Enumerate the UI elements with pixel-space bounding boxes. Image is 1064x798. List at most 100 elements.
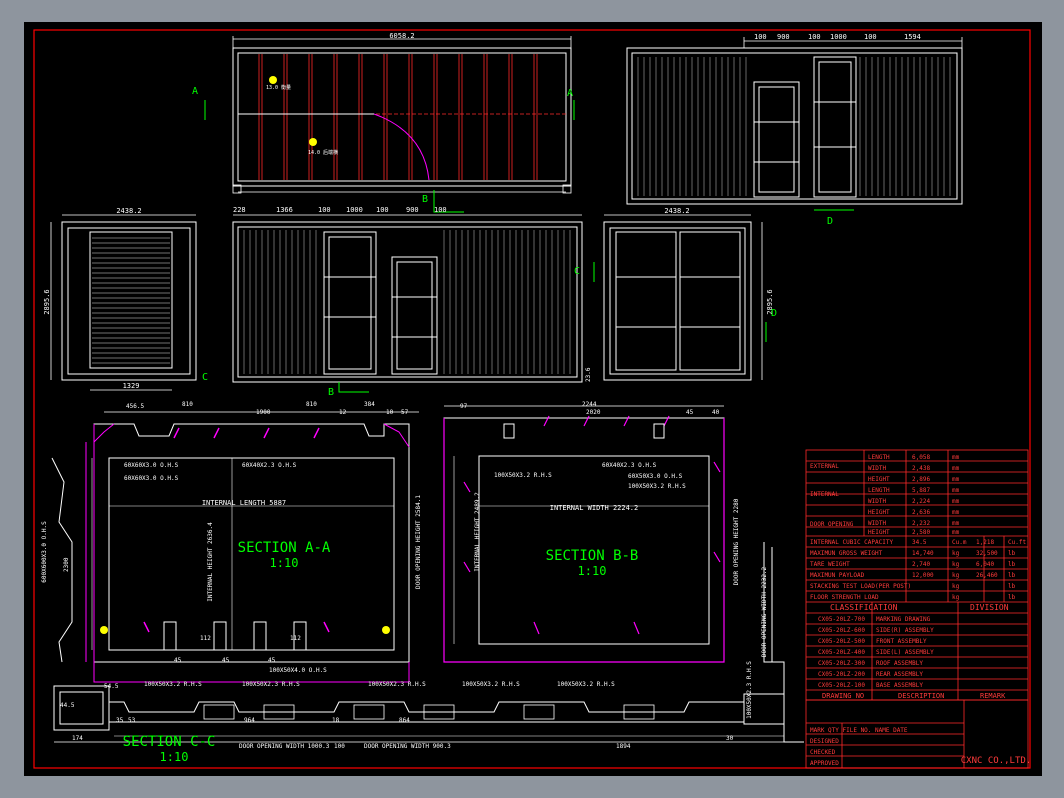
- svg-text:18: 18: [332, 717, 340, 724]
- section-mark-b-side: B: [328, 387, 334, 398]
- svg-text:1366: 1366: [276, 206, 293, 214]
- svg-text:456.5: 456.5: [126, 403, 144, 410]
- svg-text:CX05-20LZ-600: CX05-20LZ-600: [818, 627, 865, 634]
- table-header-classification: CLASSIFICATION: [830, 603, 898, 612]
- svg-text:2,896: 2,896: [912, 476, 930, 483]
- section-cc-dims: 174 964 864 30 1894 100 35 53 18 54.5 44…: [60, 683, 734, 750]
- svg-text:STACKING TEST LOAD(PER POST): STACKING TEST LOAD(PER POST): [810, 583, 911, 590]
- svg-text:810: 810: [306, 401, 317, 408]
- svg-text:53: 53: [128, 717, 136, 724]
- section-aa-profile-3: 60X40X2.3 O.H.S: [242, 462, 297, 469]
- svg-text:900: 900: [406, 206, 419, 214]
- svg-text:mm: mm: [952, 476, 960, 483]
- svg-text:864: 864: [399, 717, 410, 724]
- svg-text:kg: kg: [952, 572, 960, 579]
- section-aa-door-height: DOOR OPENING HEIGHT 2584.1: [415, 495, 422, 589]
- svg-text:44.5: 44.5: [60, 702, 75, 709]
- svg-text:100X50X2.3 R.H.S: 100X50X2.3 R.H.S: [242, 681, 300, 688]
- title-rev-row: MARK QTY FILE NO. NAME DATE: [810, 727, 908, 734]
- title-block-grid: [805, 699, 1029, 769]
- svg-text:100X50X2.3 R.H.S: 100X50X2.3 R.H.S: [368, 681, 426, 688]
- svg-text:228: 228: [233, 206, 246, 214]
- section-aa-internal-height: INTERNAL HEIGHT 2636.4: [207, 522, 214, 602]
- svg-text:112: 112: [290, 635, 301, 642]
- svg-text:6,040: 6,040: [976, 561, 994, 568]
- svg-text:35: 35: [116, 717, 124, 724]
- svg-text:HEIGHT: HEIGHT: [868, 476, 890, 483]
- svg-text:lb: lb: [1008, 572, 1016, 579]
- svg-text:100: 100: [376, 206, 389, 214]
- dim-front-bottom: 1329: [123, 382, 140, 390]
- svg-text:45: 45: [174, 657, 182, 664]
- svg-text:kg: kg: [952, 583, 960, 590]
- svg-text:HEIGHT: HEIGHT: [868, 509, 890, 516]
- section-bb-profile-1: 60X40X2.3 O.H.S: [602, 462, 657, 469]
- section-aa-drawing: [51, 411, 419, 683]
- table-footer-desc: DESCRIPTION: [898, 692, 944, 700]
- section-bb-profile-4: 100X50X3.2 R.H.S: [628, 483, 686, 490]
- svg-text:900: 900: [777, 33, 790, 41]
- svg-text:100X50X3.2 R.H.S: 100X50X3.2 R.H.S: [557, 681, 615, 688]
- svg-text:57: 57: [401, 409, 409, 416]
- table-header-division: DIVISION: [970, 603, 1009, 612]
- svg-text:964: 964: [244, 717, 255, 724]
- cad-drawing: 6058.2 A A B 13.0 衡量 14.0 后端横: [33, 29, 1031, 769]
- svg-text:lb: lb: [1008, 561, 1016, 568]
- svg-text:LENGTH: LENGTH: [868, 454, 890, 461]
- svg-text:54.5: 54.5: [104, 683, 119, 690]
- svg-text:1900: 1900: [256, 409, 271, 416]
- spec-table-grid: [805, 449, 1029, 701]
- svg-text:mm: mm: [952, 529, 960, 536]
- dim-rear-height: 2895.6: [766, 289, 774, 314]
- dim-side-length: 6058.2: [389, 32, 414, 40]
- section-mark-a-right: A: [567, 88, 573, 99]
- svg-text:100: 100: [434, 206, 447, 214]
- title-designed: DESIGNED: [810, 738, 839, 745]
- section-bb-internal-height: INTERNAL HEIGHT 2489.2: [474, 492, 481, 572]
- section-cc-scale: 1:10: [160, 750, 189, 764]
- svg-text:100X50X4.0 O.H.S: 100X50X4.0 O.H.S: [269, 667, 327, 674]
- section-bb-internal-width: INTERNAL WIDTH 2224.2: [550, 504, 639, 512]
- svg-text:HEIGHT: HEIGHT: [868, 529, 890, 536]
- svg-text:810: 810: [182, 401, 193, 408]
- svg-text:1000: 1000: [346, 206, 363, 214]
- svg-text:12,000: 12,000: [912, 572, 934, 579]
- svg-text:97: 97: [460, 403, 468, 410]
- section-bb-title: SECTION B-B: [546, 548, 639, 564]
- section-bb-scale: 1:10: [578, 564, 607, 578]
- svg-text:ROOF ASSEMBLY: ROOF ASSEMBLY: [876, 660, 923, 667]
- svg-text:6,058: 6,058: [912, 454, 930, 461]
- section-bb-side-profile: 100X50X2.3 R.H.S: [746, 661, 753, 719]
- svg-text:lb: lb: [1008, 550, 1016, 557]
- svg-text:2,232: 2,232: [912, 520, 930, 527]
- svg-text:14,740: 14,740: [912, 550, 934, 557]
- section-mark-c-side: C: [574, 266, 580, 277]
- svg-text:Cu.m: Cu.m: [952, 539, 967, 546]
- svg-text:2020: 2020: [586, 409, 601, 416]
- svg-text:34.5: 34.5: [912, 539, 927, 546]
- dim-rear-width: 2438.2: [664, 207, 689, 215]
- section-bb-door-width: DOOR OPENING WIDTH 2232.2: [761, 566, 768, 657]
- section-bb-door-height: DOOR OPENING HEIGHT 2280: [733, 498, 740, 585]
- section-mark-b-top: B: [422, 194, 428, 205]
- svg-text:2,438: 2,438: [912, 465, 930, 472]
- svg-text:mm: mm: [952, 520, 960, 527]
- svg-text:10: 10: [386, 409, 394, 416]
- section-bb-profile-2: 100X50X3.2 R.H.S: [494, 472, 552, 479]
- svg-text:2,580: 2,580: [912, 529, 930, 536]
- svg-text:100: 100: [808, 33, 821, 41]
- svg-text:SIDE(L) ASSEMBLY: SIDE(L) ASSEMBLY: [876, 649, 934, 656]
- svg-text:mm: mm: [952, 509, 960, 516]
- section-aa-internal-length: INTERNAL LENGTH 5887: [202, 499, 286, 507]
- svg-text:2,636: 2,636: [912, 509, 930, 516]
- svg-text:30: 30: [726, 735, 734, 742]
- title-approved: APPROVED: [810, 760, 839, 767]
- svg-text:DOOR OPENING: DOOR OPENING: [810, 521, 854, 528]
- svg-text:1,218: 1,218: [976, 539, 994, 546]
- section-aa-profile-2: 60X60X3.0 O.H.S: [124, 475, 179, 482]
- svg-text:100X50X3.2 R.H.S: 100X50X3.2 R.H.S: [462, 681, 520, 688]
- svg-text:INTERNAL CUBIC CAPACITY: INTERNAL CUBIC CAPACITY: [810, 539, 893, 546]
- svg-text:CX05-20LZ-700: CX05-20LZ-700: [818, 616, 865, 623]
- svg-text:EXTERNAL: EXTERNAL: [810, 463, 839, 470]
- title-company: CXNC CO.,LTD.: [961, 756, 1031, 766]
